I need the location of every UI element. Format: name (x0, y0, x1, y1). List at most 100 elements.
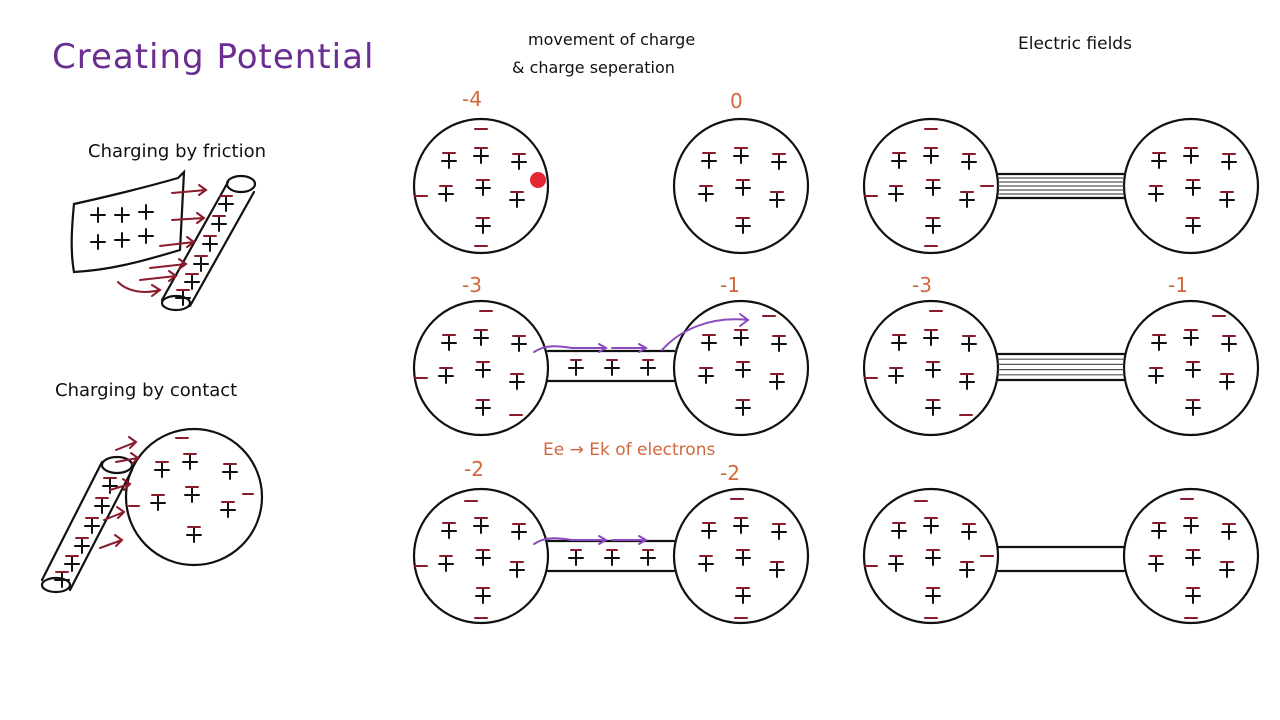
positive-charge (473, 148, 489, 164)
positive-charge (1185, 362, 1201, 378)
charge-transfer-arrow (103, 506, 126, 521)
positive-charge (1221, 336, 1237, 352)
friction-arrows (117, 184, 208, 297)
positive-charge (568, 360, 584, 376)
middle-row2-right-sphere (672, 299, 810, 437)
charge-transfer-arrow (159, 236, 196, 248)
positive-charge (1183, 518, 1199, 534)
middle-row1-right-sphere (672, 117, 810, 255)
row1-right-charge: 0 (730, 89, 743, 113)
positive-charge (475, 362, 491, 378)
positive-charge (220, 502, 236, 518)
positive-charge (509, 562, 525, 578)
contact-arrows (99, 436, 140, 549)
positive-charge (888, 368, 904, 384)
positive-charge (925, 218, 941, 234)
positive-charge (735, 400, 751, 416)
charge-transfer-arrow (109, 478, 132, 491)
charge-transfer-arrow (171, 212, 206, 224)
right-row1-right-sphere (1122, 117, 1260, 255)
positive-charge (1219, 192, 1235, 208)
positive-charge (961, 154, 977, 170)
positive-charge (733, 148, 749, 164)
right-row3-right-sphere (1122, 487, 1260, 625)
positive-charge (154, 462, 170, 478)
row3-right-charge: -2 (720, 461, 740, 485)
positive-charge (441, 153, 457, 169)
positive-charge (1151, 153, 1167, 169)
positive-charge (640, 360, 656, 376)
middle-row3-left-sphere (412, 487, 550, 625)
row2-right-charge: -1 (720, 273, 740, 297)
friction-rod (160, 174, 257, 312)
positive-charge (441, 335, 457, 351)
positive-charge (473, 330, 489, 346)
positive-charge (640, 550, 656, 566)
electron-flow-arrows (533, 535, 649, 545)
positive-charge (114, 232, 130, 248)
positive-charge (925, 180, 941, 196)
positive-charge (701, 335, 717, 351)
positive-charge (511, 154, 527, 170)
positive-charge (211, 216, 227, 232)
friction-heading: Charging by friction (88, 141, 266, 162)
positive-charge (698, 186, 714, 202)
positive-charge (475, 400, 491, 416)
row1-left-charge: -4 (462, 87, 482, 111)
positive-charge (1151, 523, 1167, 539)
positive-charge (733, 330, 749, 346)
positive-charge (923, 148, 939, 164)
positive-charge (222, 464, 238, 480)
positive-charge (184, 487, 200, 503)
positive-charge (1221, 524, 1237, 540)
cursor-pointer-dot (530, 172, 546, 188)
positive-charge (90, 207, 106, 223)
positive-charge (84, 518, 100, 534)
positive-charge (769, 192, 785, 208)
positive-charge (925, 550, 941, 566)
positive-charge (1185, 588, 1201, 604)
charge-transfer-arrow (115, 436, 138, 451)
positive-charge (182, 454, 198, 470)
positive-charge (1183, 148, 1199, 164)
positive-charge (888, 186, 904, 202)
positive-charge (925, 362, 941, 378)
positive-charge (1219, 374, 1235, 390)
positive-charge (186, 527, 202, 543)
positive-charge (959, 562, 975, 578)
right-heading: Electric fields (1018, 34, 1132, 54)
right-row1-left-sphere (862, 117, 1000, 255)
contact-rod (40, 455, 134, 594)
positive-charge (1148, 368, 1164, 384)
page-title: Creating Potential (52, 37, 374, 77)
positive-charge (1148, 186, 1164, 202)
right-row3-wire (996, 545, 1126, 573)
right-row3-left-sphere (862, 487, 1000, 625)
positive-charge (218, 196, 234, 212)
positive-charge (925, 588, 941, 604)
middle-heading-line2: & charge seperation (512, 58, 675, 77)
positive-charge (769, 562, 785, 578)
positive-charge (735, 550, 751, 566)
positive-charge (923, 330, 939, 346)
positive-charge (1185, 400, 1201, 416)
positive-charge (735, 588, 751, 604)
charge-transfer-arrow (171, 184, 208, 196)
positive-charge (769, 374, 785, 390)
positive-charge (475, 180, 491, 196)
positive-charge (475, 550, 491, 566)
positive-charge (438, 186, 454, 202)
positive-charge (1185, 218, 1201, 234)
positive-charge (961, 336, 977, 352)
positive-charge (1151, 335, 1167, 351)
positive-charge (771, 524, 787, 540)
positive-charge (568, 550, 584, 566)
positive-charge (1185, 550, 1201, 566)
positive-charge (64, 556, 80, 572)
row2-left-charge: -3 (462, 273, 482, 297)
contact-sphere (124, 427, 264, 567)
right-row1-wire (996, 172, 1126, 200)
middle-row2-wire (546, 349, 676, 383)
positive-charge (114, 207, 130, 223)
right-row2-left-charge: -3 (912, 273, 932, 297)
